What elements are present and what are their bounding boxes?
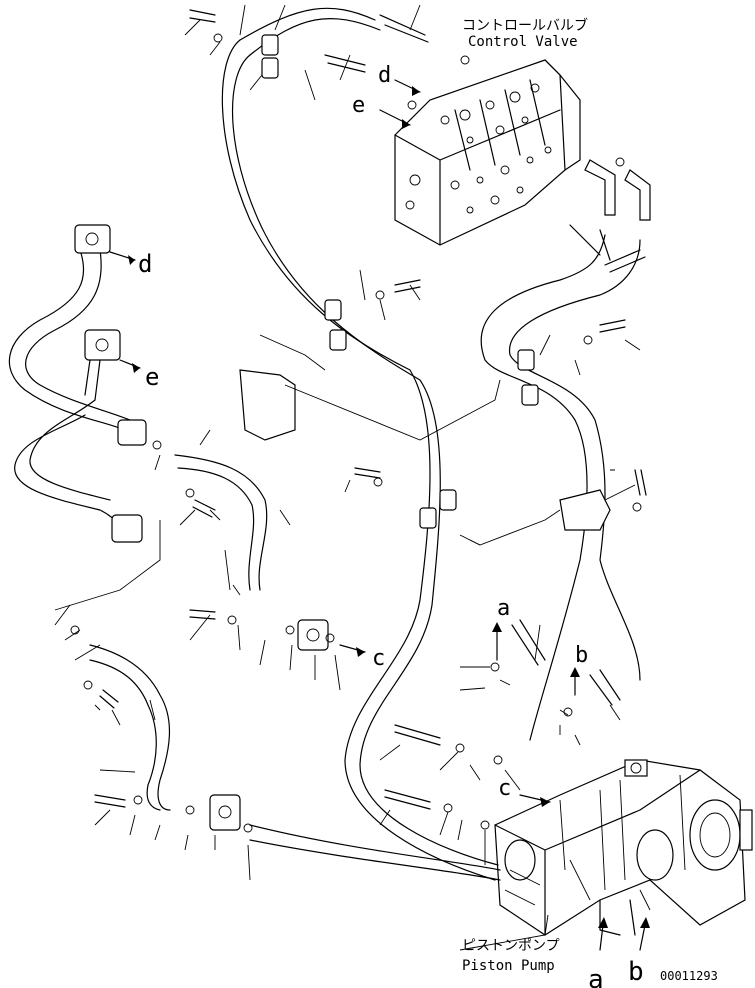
callout-b-bottom: b	[628, 957, 644, 987]
drawing-number: 00011293	[660, 969, 718, 983]
control-valve-label-jp: コントロールバルブ	[462, 17, 588, 34]
callout-d-left: d	[138, 250, 152, 278]
callout-e-valve: e	[352, 93, 365, 118]
leader-lines	[54, 4, 641, 951]
pipe-bracket	[239, 369, 296, 441]
callout-a-bottom: a	[588, 965, 604, 988]
callout-c-left: c	[372, 646, 385, 671]
flange-e	[84, 329, 121, 361]
callout-arrows	[109, 79, 650, 951]
piston-pump-label-jp: ピストンポンプ	[462, 938, 560, 954]
callout-d-valve: d	[378, 63, 391, 88]
control-valve-label-en: Control Valve	[468, 34, 578, 50]
fittings	[70, 9, 651, 833]
callout-e-left: e	[145, 363, 159, 391]
callout-c-pump: c	[498, 776, 511, 801]
control-valve	[394, 59, 581, 246]
flange-d	[74, 224, 111, 254]
hose-routes	[8, 7, 641, 881]
piston-pump-label-en: Piston Pump	[462, 958, 555, 974]
callout-b-top: b	[575, 643, 588, 668]
callout-a-top: a	[497, 596, 510, 621]
piston-pump	[494, 759, 753, 936]
